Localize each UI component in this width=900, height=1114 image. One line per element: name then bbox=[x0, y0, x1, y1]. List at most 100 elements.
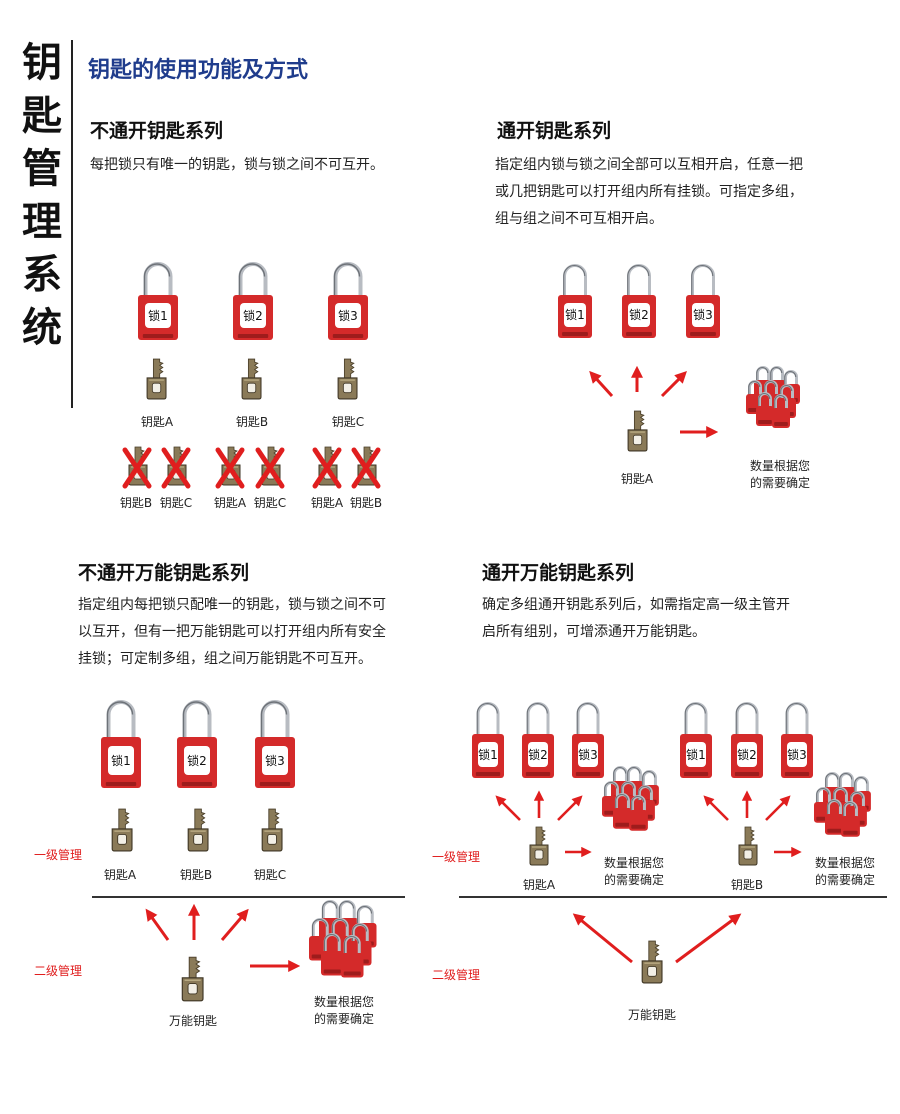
desc-line: 指定组内锁与锁之间全部可以互相开启，任意一把 bbox=[495, 157, 803, 173]
padlock: 锁3 bbox=[686, 264, 720, 338]
cross-mark-icon bbox=[215, 447, 245, 489]
cross-mark-icon bbox=[122, 447, 152, 489]
cross-mark-icon bbox=[351, 447, 381, 489]
padlock-shape bbox=[321, 932, 344, 975]
level-divider-s4 bbox=[459, 896, 887, 898]
key-icon bbox=[186, 808, 210, 856]
padlock-shape bbox=[629, 795, 649, 832]
quantity-note: 数量根据您 的需要确定 bbox=[314, 994, 374, 1028]
key-label: 钥匙B bbox=[235, 415, 269, 429]
section-desc-no-master: 每把锁只有唯一的钥匙，锁与锁之间不可互开。 bbox=[90, 152, 384, 179]
padlock bbox=[629, 795, 649, 832]
arrow-icon bbox=[572, 913, 633, 964]
desc-line: 或几把钥匙可以打开组内所有挂锁。可指定多组， bbox=[495, 184, 803, 200]
lock-tag: 锁1 bbox=[145, 303, 171, 329]
padlock-shape bbox=[680, 702, 712, 778]
padlock-shape bbox=[233, 262, 273, 340]
quantity-line: 的需要确定 bbox=[814, 873, 876, 887]
key-label: 钥匙A bbox=[522, 878, 556, 892]
desc-line: 确定多组通开钥匙系列后，如需指定高一级主管开 bbox=[482, 597, 790, 613]
crossed-key-label: 钥匙C bbox=[253, 496, 287, 510]
arrow-icon bbox=[557, 795, 583, 821]
crossed-key-label: 钥匙B bbox=[349, 496, 383, 510]
padlock: 锁1 bbox=[138, 262, 178, 340]
padlock-shape bbox=[572, 702, 604, 778]
desc-line: 每把锁只有唯一的钥匙，锁与锁之间不可互开。 bbox=[90, 157, 384, 173]
padlock: 锁2 bbox=[731, 702, 763, 778]
padlock: 锁1 bbox=[680, 702, 712, 778]
lock-tag: 锁1 bbox=[108, 746, 134, 775]
quantity-line: 的需要确定 bbox=[603, 873, 665, 887]
padlock-shape bbox=[612, 793, 632, 829]
crossed-key-label: 钥匙A bbox=[310, 496, 344, 510]
arrow-icon bbox=[220, 908, 249, 941]
key-label: 钥匙B bbox=[179, 868, 213, 882]
padlock bbox=[756, 392, 774, 426]
lock-tag: 锁3 bbox=[786, 741, 808, 767]
crossed-key-label: 钥匙B bbox=[119, 496, 153, 510]
quantity-note: 数量根据您 的需要确定 bbox=[604, 855, 664, 889]
padlock: 锁1 bbox=[101, 700, 141, 788]
lock-tag: 锁2 bbox=[240, 303, 266, 329]
padlock-shape bbox=[177, 700, 217, 788]
padlock: 锁1 bbox=[558, 264, 592, 338]
lock-tag: 锁3 bbox=[692, 302, 714, 327]
padlock: 锁3 bbox=[255, 700, 295, 788]
key-icon bbox=[336, 358, 359, 404]
vertical-title: 钥匙管理系统 bbox=[22, 39, 62, 351]
quantity-line: 的需要确定 bbox=[313, 1012, 375, 1026]
padlock: 锁2 bbox=[522, 702, 554, 778]
desc-line: 启所有组别，可增添通开万能钥匙。 bbox=[482, 624, 706, 640]
section-title-keyed-alike: 通开钥匙系列 bbox=[497, 120, 612, 142]
padlock-shape bbox=[686, 264, 720, 338]
level2-label-s3: 二级管理 bbox=[34, 964, 83, 978]
arrow-icon bbox=[660, 371, 687, 398]
padlock-shape bbox=[328, 262, 368, 340]
key-icon bbox=[145, 358, 168, 404]
master-key-icon bbox=[180, 956, 205, 1006]
arrow-icon bbox=[495, 795, 521, 821]
padlock bbox=[772, 394, 790, 428]
padlock-shape bbox=[522, 702, 554, 778]
padlock-shape bbox=[731, 702, 763, 778]
padlock bbox=[341, 935, 364, 978]
lock-tag: 锁2 bbox=[527, 741, 549, 767]
desc-line: 挂锁；可定制多组，组之间万能钥匙不可互开。 bbox=[78, 651, 372, 667]
padlock bbox=[824, 799, 844, 835]
key-label: 钥匙A bbox=[620, 472, 654, 486]
vertical-divider bbox=[71, 40, 73, 408]
lock-tag: 锁1 bbox=[685, 741, 707, 767]
key-label: 钥匙C bbox=[331, 415, 365, 429]
quantity-line: 数量根据您 bbox=[749, 459, 811, 473]
master-key-icon bbox=[640, 940, 664, 988]
lock-tag: 锁2 bbox=[184, 746, 210, 775]
quantity-line: 的需要确定 bbox=[749, 476, 811, 490]
padlock-shape bbox=[781, 702, 813, 778]
lock-tag: 锁2 bbox=[628, 302, 650, 327]
desc-line: 组与组之间不可互相开启。 bbox=[495, 211, 663, 227]
padlock: 锁3 bbox=[328, 262, 368, 340]
level-divider-s3 bbox=[92, 896, 405, 898]
section-desc-master-alike: 确定多组通开钥匙系列后，如需指定高一级主管开 启所有组别，可增添通开万能钥匙。 bbox=[482, 592, 790, 646]
padlock-shape bbox=[472, 702, 504, 778]
lock-tag: 锁3 bbox=[577, 741, 599, 767]
key-icon bbox=[737, 826, 759, 870]
padlock bbox=[612, 793, 632, 829]
padlock-shape bbox=[138, 262, 178, 340]
arrow-icon bbox=[145, 908, 170, 941]
arrow-icon bbox=[589, 370, 614, 398]
desc-line: 指定组内每把锁只配唯一的钥匙，锁与锁之间不可 bbox=[78, 597, 386, 613]
desc-line: 以互开，但有一把万能钥匙可以打开组内所有安全 bbox=[78, 624, 386, 640]
level1-label-s4: 一级管理 bbox=[432, 850, 481, 864]
padlock-shape bbox=[558, 264, 592, 338]
key-icon bbox=[528, 826, 550, 870]
key-icon bbox=[260, 808, 284, 856]
padlock: 锁3 bbox=[572, 702, 604, 778]
section-title-master-differ: 不通开万能钥匙系列 bbox=[78, 562, 250, 584]
padlock-shape bbox=[841, 801, 861, 838]
master-key-label: 万能钥匙 bbox=[168, 1014, 218, 1028]
crossed-key-label: 钥匙C bbox=[159, 496, 193, 510]
master-key-label: 万能钥匙 bbox=[627, 1008, 677, 1022]
level1-label-s3: 一级管理 bbox=[34, 848, 83, 862]
